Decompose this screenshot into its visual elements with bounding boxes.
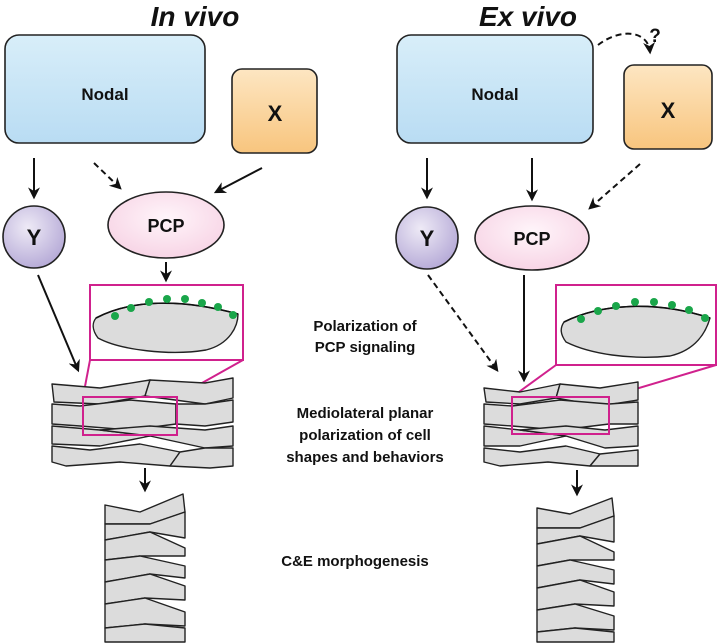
in-vivo-x-box [231,68,318,154]
ex-vivo-y-label: Y [420,226,435,251]
ex-vivo-tissue [483,381,639,467]
in-vivo-nodal-box [4,34,206,144]
polarization-label-line1: Polarization of [313,318,417,335]
in-vivo-zoom-box [89,284,244,361]
in-vivo-pcp-label: PCP [147,216,184,236]
in-vivo-x-to-pcp-arrow [213,167,263,194]
ex-vivo-title: Ex vivo [479,1,577,32]
ex-vivo-nodal-to-x-dashed-arrow [597,32,656,55]
ex-vivo-y-to-tissue-dashed-arrow [427,274,499,372]
in-vivo-morphogenesis [104,493,186,643]
ex-vivo-nodal-label: Nodal [471,85,518,104]
ex-vivo-x-to-pcp-dashed-arrow [588,163,641,210]
in-vivo-nodal-label: Nodal [81,85,128,104]
mediolateral-label-line3: shapes and behaviors [286,449,444,466]
ex-vivo-pcp-label: PCP [513,229,550,249]
mediolateral-label-line1: Mediolateral planar [297,405,434,422]
ex-vivo-question-mark: ? [649,26,661,47]
ex-vivo-panel: Nodal X Y PCP ? [395,26,717,643]
in-vivo-y-node [2,205,66,269]
in-vivo-nodal-to-pcp-dashed-arrow [93,162,122,190]
in-vivo-pcp-dots [111,295,237,320]
in-vivo-x-label: X [268,101,283,126]
ex-vivo-x-label: X [661,98,676,123]
in-vivo-title: In vivo [151,1,240,32]
ex-vivo-morphogenesis [536,497,615,643]
ex-vivo-x-box [623,64,713,150]
in-vivo-y-label: Y [27,225,42,250]
in-vivo-pcp-node [107,191,225,259]
ex-vivo-pcp-node [474,205,590,271]
in-vivo-y-to-tissue-arrow [37,274,80,373]
polarization-label-line2: PCP signaling [315,339,416,356]
ex-vivo-pcp-dots [577,298,709,323]
ex-vivo-y-node [395,206,459,270]
in-vivo-tissue [51,377,234,469]
morphogenesis-label: C&E morphogenesis [281,553,429,570]
mediolateral-label-line2: polarization of cell [299,427,431,444]
ex-vivo-nodal-box [396,34,594,144]
ex-vivo-zoom-box [555,284,717,366]
in-vivo-panel: Nodal X Y PCP [2,34,318,643]
